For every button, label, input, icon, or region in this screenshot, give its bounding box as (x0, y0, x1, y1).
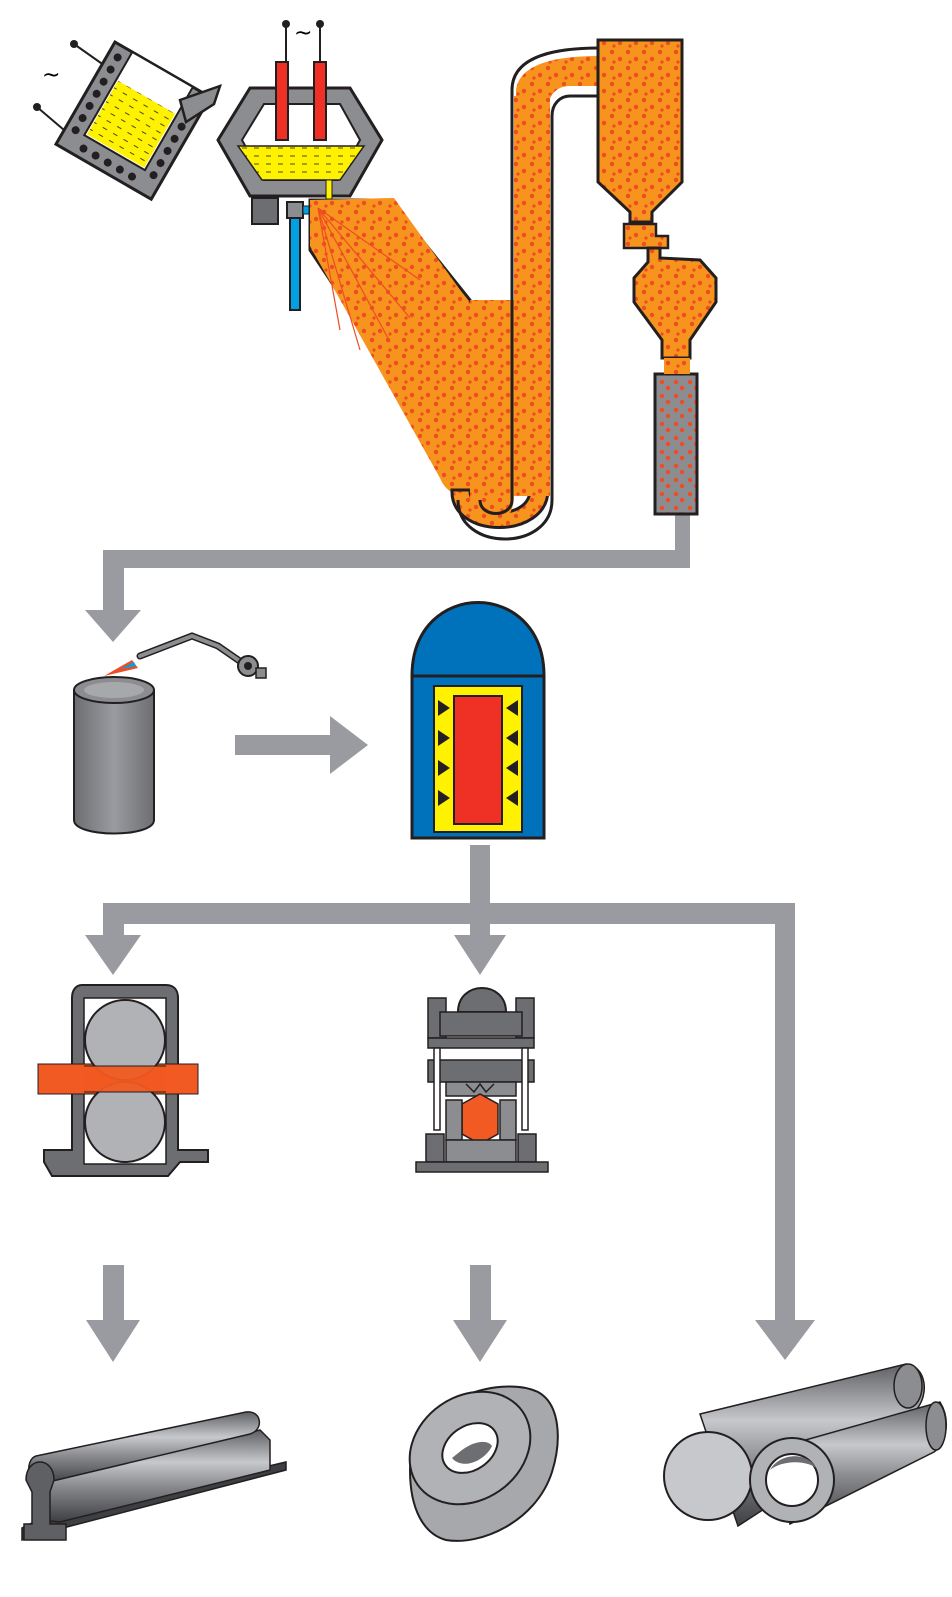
tube-bar-icon (663, 1363, 947, 1528)
hip-vessel-icon (410, 601, 546, 840)
induction-furnace-icon: ~ (33, 39, 222, 202)
powder-canister-icon (653, 358, 699, 516)
arrow-capsule-to-hip (235, 716, 368, 774)
arrow-forging-to-ring (453, 1265, 507, 1362)
powder-conveyor-icon (450, 46, 647, 541)
gas-atomizer-icon (308, 198, 492, 497)
ac-symbol-induction: ~ (42, 63, 60, 88)
ring-icon (408, 1385, 559, 1542)
cyclone-separator-icon (596, 38, 718, 360)
ac-symbol-arc: ~ (294, 21, 312, 46)
rolling-mill-icon (37, 984, 209, 1177)
welding-torch-icon (104, 632, 267, 679)
arrow-canister-to-capsule (85, 515, 690, 642)
rail-profile-icon (21, 1411, 287, 1542)
forging-press-icon (415, 987, 549, 1173)
arrow-rolling-to-rail (86, 1265, 140, 1362)
sealed-capsule-icon (73, 676, 155, 835)
arc-furnace-icon: ~ (216, 20, 384, 311)
flow-arrows (85, 515, 815, 1362)
